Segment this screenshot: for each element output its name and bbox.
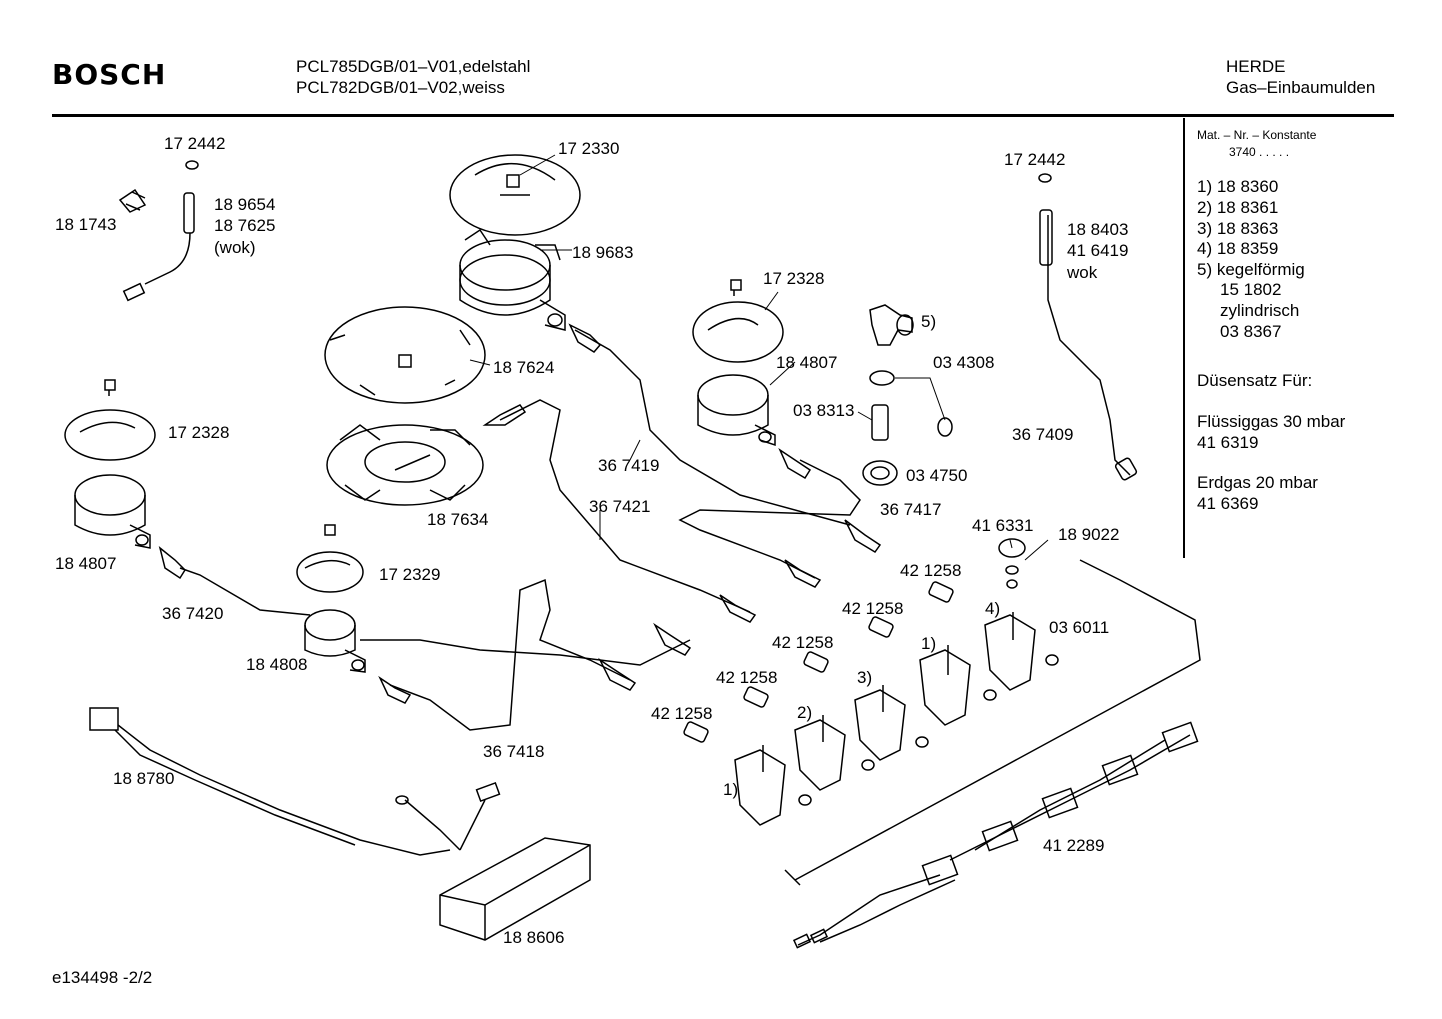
legend-item-5-b: zylindrisch: [1220, 301, 1300, 320]
gas-valves: [734, 612, 1036, 826]
burner-cover-mid: [692, 279, 784, 363]
legend-item-5: 5) kegelförmig: [1197, 260, 1305, 279]
erdgas-label: Erdgas 20 mbar: [1197, 473, 1318, 492]
pipe-fittings: [158, 323, 882, 704]
ignition-module: [439, 837, 591, 941]
elbow-fitting: [869, 304, 914, 346]
label-188403: 18 8403: [1067, 220, 1129, 239]
label-367421: 36 7421: [589, 497, 651, 516]
nut-034750: [862, 460, 898, 486]
label-wok-paren: (wok): [214, 238, 256, 257]
label-421258-d: 42 1258: [716, 668, 778, 687]
legend-item-2: 2) 18 8361: [1197, 198, 1279, 217]
category-line-2: Gas–Einbaumulden: [1226, 78, 1376, 97]
model-line-1: PCL785DGB/01–V01,edelstahl: [296, 57, 531, 76]
label-wok: wok: [1067, 263, 1098, 282]
label-367420: 36 7420: [162, 604, 224, 623]
label-172328-left: 17 2328: [168, 423, 230, 442]
label-184807-left: 18 4807: [55, 554, 117, 573]
fluessiggas-label: Flüssiggas 30 mbar: [1197, 412, 1346, 431]
label-note-2: 2): [797, 703, 813, 722]
legend-item-4: 4) 18 8359: [1197, 239, 1279, 258]
label-187634: 18 7634: [427, 510, 489, 529]
burner-body-left: [74, 474, 151, 549]
label-421258-b: 42 1258: [842, 599, 904, 618]
label-034750: 03 4750: [906, 466, 968, 485]
washer-1: [869, 370, 895, 386]
label-416331: 41 6331: [972, 516, 1034, 535]
burner-body-small: [304, 609, 366, 673]
legend-item-5-c: 03 8367: [1220, 322, 1282, 341]
label-038313: 03 8313: [793, 401, 855, 420]
model-line-2: PCL782DGB/01–V02,weiss: [296, 78, 505, 97]
drawing-reference: e134498 -2/2: [52, 968, 153, 987]
label-367417: 36 7417: [880, 500, 942, 519]
sidebar-divider: [1183, 118, 1185, 558]
nozzles-421258: [683, 581, 954, 743]
burner-body-top: [459, 228, 566, 331]
washer-2: [937, 417, 953, 437]
category-line-1: HERDE: [1226, 57, 1286, 76]
brand-logo: BOSCH: [52, 58, 167, 91]
label-172442-right: 17 2442: [1004, 150, 1066, 169]
label-421258-e: 42 1258: [651, 704, 713, 723]
legend-item-1: 1) 18 8360: [1197, 177, 1279, 196]
ignition-electrode-left: [122, 160, 199, 302]
nozzle-038313: [871, 404, 889, 441]
burner-cover-left: [64, 379, 156, 461]
label-367419: 36 7419: [598, 456, 660, 475]
label-421258-c: 42 1258: [772, 633, 834, 652]
valve-washers: [798, 654, 1059, 806]
header-rule: [52, 114, 1394, 117]
label-188780: 18 8780: [113, 769, 175, 788]
label-172330: 17 2330: [558, 139, 620, 158]
label-172328-mid: 17 2328: [763, 269, 825, 288]
thermocouple-right: [1038, 173, 1138, 481]
label-412289: 41 2289: [1043, 836, 1105, 855]
burner-cover-large: [324, 306, 486, 404]
clip-part: [118, 188, 147, 213]
label-184808: 18 4808: [246, 655, 308, 674]
burner-body-mid: [697, 374, 776, 447]
burner-body-large: [326, 424, 484, 506]
ignition-harness: [792, 721, 1199, 949]
leader-lines: [469, 154, 1049, 561]
fluessiggas-number: 41 6319: [1197, 433, 1259, 452]
label-note-1-top: 1): [921, 634, 937, 653]
label-note-3: 3): [857, 668, 873, 687]
label-367418: 36 7418: [483, 742, 545, 761]
mat-header: Mat. – Nr. – Konstante: [1197, 128, 1317, 142]
erdgas-number: 41 6369: [1197, 494, 1259, 513]
label-note-5: 5): [921, 312, 937, 331]
label-172442-left: 17 2442: [164, 134, 226, 153]
ignition-cable-left: [89, 707, 501, 856]
label-184807-mid: 18 4807: [776, 353, 838, 372]
burner-cover-top: [449, 154, 581, 236]
label-034308: 03 4308: [933, 353, 995, 372]
label-187625: 18 7625: [214, 216, 276, 235]
legend-item-3: 3) 18 8363: [1197, 219, 1279, 238]
burner-cover-small: [296, 524, 364, 593]
label-367409: 36 7409: [1012, 425, 1074, 444]
duesensatz-heading: Düsensatz Für:: [1197, 371, 1313, 390]
label-189022: 18 9022: [1058, 525, 1120, 544]
label-note-1-bottom: 1): [723, 780, 739, 799]
label-187624: 18 7624: [493, 358, 555, 377]
mat-value: 3740 . . . . .: [1229, 145, 1290, 159]
label-note-4: 4): [985, 599, 1001, 618]
legend-item-5-a: 15 1802: [1220, 280, 1282, 299]
knob-parts-right: [998, 538, 1026, 589]
label-416419: 41 6419: [1067, 241, 1129, 260]
label-189654: 18 9654: [214, 195, 276, 214]
label-172329: 17 2329: [379, 565, 441, 584]
label-181743: 18 1743: [55, 215, 117, 234]
label-188606: 18 8606: [503, 928, 565, 947]
label-036011: 03 6011: [1049, 618, 1110, 637]
gas-pipes: [179, 215, 1201, 886]
label-189683: 18 9683: [572, 243, 634, 262]
label-421258-a: 42 1258: [900, 561, 962, 580]
